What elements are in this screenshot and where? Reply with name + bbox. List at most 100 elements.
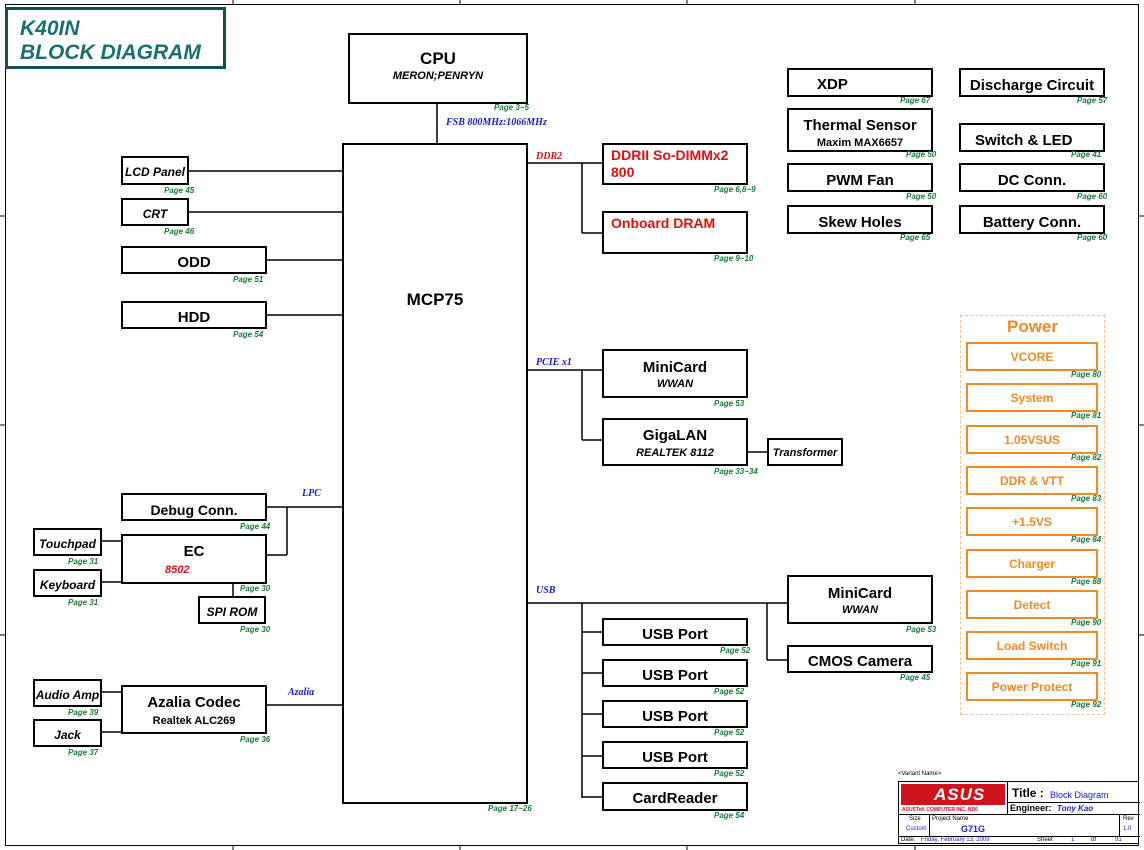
dc-conn-block: DC Conn. [959, 163, 1105, 192]
lcd-panel-page: Page 45 [164, 186, 195, 195]
usb-bus-label: USB [536, 585, 556, 596]
power-item-box: Charger [966, 548, 1098, 578]
discharge-circuit-block: Discharge Circuit [959, 68, 1105, 97]
touchpad-page: Page 31 [68, 557, 99, 566]
size-value: Custom [906, 826, 927, 832]
skew-holes-page: Page 65 [900, 233, 931, 242]
lcd-panel-block: LCD Panel [121, 156, 189, 185]
usb-port-1-block: USB Port [602, 618, 748, 646]
sheet-label: Sheet [1037, 837, 1053, 843]
usb-port-3-label: USB Port [642, 708, 708, 725]
touchpad-block: Touchpad [33, 528, 102, 556]
discharge-circuit-page: Page 57 [1077, 96, 1108, 105]
variant-name: <Variant Name> [898, 771, 942, 777]
thermal-sensor-label: Thermal Sensor [803, 117, 917, 134]
crt-block: CRT [121, 198, 189, 226]
minicard-usb-block: MiniCard WWAN [787, 575, 933, 624]
xdp-label: XDP [817, 76, 848, 93]
hdd-block: HDD [121, 301, 267, 329]
power-item-label: 1.05VSUS [1003, 432, 1061, 447]
diagram-title-line2: BLOCK DIAGRAM [20, 41, 201, 64]
skew-holes-label: Skew Holes [818, 214, 902, 231]
power-item-box: Load Switch [966, 631, 1098, 661]
azalia-codec-sub: Realtek ALC269 [152, 715, 236, 727]
tb-hline1 [1007, 802, 1140, 803]
ec-page: Page 30 [240, 584, 271, 593]
xdp-page: Page 67 [900, 96, 931, 105]
azalia-codec-block: Azalia Codec Realtek ALC269 [121, 685, 267, 734]
onboard-dram-page: Page 9~10 [714, 254, 754, 263]
keyboard-page: Page 31 [68, 598, 99, 607]
hdd-page: Page 54 [233, 330, 264, 339]
tb-vline2 [929, 814, 930, 836]
discharge-circuit-label: Discharge Circuit [969, 77, 1095, 94]
usb-port-2-label: USB Port [642, 667, 708, 684]
usb-port-1-label: USB Port [642, 626, 708, 643]
sheet-value: 1 [1071, 837, 1075, 843]
power-item-box: DDR & VTT [966, 465, 1098, 495]
ddr-sodimm-block: DDRII So-DIMMx2 800 [602, 143, 748, 185]
power-title: Power [1006, 317, 1059, 336]
minicard-usb-page: Page 53 [906, 625, 937, 634]
thermal-sensor-page: Page 50 [906, 150, 937, 159]
minicard-usb-label: MiniCard [827, 585, 893, 602]
dc-conn-label: DC Conn. [997, 172, 1067, 189]
minicard-pcie-page: Page 53 [714, 399, 745, 408]
skew-holes-block: Skew Holes [787, 205, 933, 234]
dc-conn-page: Page 60 [1077, 192, 1108, 201]
engineer-value: Tony Kao [1057, 804, 1094, 813]
date-label: Date: [901, 837, 916, 843]
battery-conn-label: Battery Conn. [982, 214, 1082, 231]
power-panel: Power [960, 315, 1105, 715]
power-item-page: Page 92 [1071, 700, 1102, 710]
keyboard-block: Keyboard [33, 569, 102, 597]
power-item-page: Page 80 [1071, 370, 1102, 379]
cmos-camera-page: Page 45 [900, 673, 931, 682]
date-value: Friday, February 13, 2009 [921, 837, 990, 843]
power-item-label: +1.5VS [1012, 515, 1052, 530]
pwm-fan-label: PWM Fan [826, 172, 894, 189]
thermal-sensor-block: Thermal Sensor Maxim MAX6657 [787, 108, 933, 152]
fsb-label: FSB 800MHz:1066MHz [446, 117, 547, 128]
tb-hline2 [899, 814, 1140, 815]
audio-amp-page: Page 39 [68, 708, 99, 717]
power-item-box: Power Protect [966, 672, 1098, 702]
ddr-sodimm-line1: DDRII So-DIMMx2 [611, 147, 729, 163]
project-label: Project Name [932, 816, 969, 822]
power-item-box: Detect [966, 589, 1098, 619]
crt-page: Page 46 [164, 227, 195, 236]
cardreader-block: CardReader [602, 782, 748, 811]
debug-conn-label: Debug Conn. [150, 502, 238, 518]
title-label: Title : [1012, 786, 1044, 800]
power-item-box: +1.5VS [966, 507, 1098, 537]
power-item-label: DDR & VTT [1000, 473, 1064, 488]
power-item-label: Detect [1013, 597, 1051, 612]
transformer-label: Transformer [772, 447, 838, 459]
power-item-page: Page 81 [1071, 411, 1102, 421]
azalia-codec-page: Page 36 [240, 735, 271, 744]
rev-label: Rev [1123, 816, 1134, 822]
title-block: ASUS ASUSTeK COMPUTER INC. NB6 Title : B… [898, 781, 1140, 844]
chipset-block: MCP75 [342, 143, 528, 804]
rev-value: 1.0 [1123, 826, 1132, 832]
jack-block: Jack [33, 719, 102, 747]
cpu-page: Page 3~5 [494, 103, 529, 112]
lcd-panel-label: LCD Panel [124, 165, 185, 179]
cardreader-page: Page 54 [714, 811, 745, 820]
hdd-label: HDD [177, 309, 211, 326]
usb-port-4-label: USB Port [642, 749, 708, 766]
diagram-title-line1: K40IN [20, 17, 80, 40]
onboard-dram-block: Onboard DRAM [602, 211, 748, 254]
ec-sub: 8502 [165, 564, 190, 576]
of-value: 91 [1115, 837, 1122, 843]
odd-block: ODD [121, 246, 267, 274]
power-item-page: Page 90 [1071, 617, 1102, 627]
gigalan-label: GigaLAN [642, 427, 708, 444]
audio-amp-block: Audio Amp [33, 679, 102, 707]
usb-port-2-page: Page 52 [714, 687, 745, 696]
ddr-sodimm-page: Page 6,8~9 [714, 185, 756, 194]
tb-vline3 [1119, 814, 1120, 836]
power-item-label: Load Switch [996, 639, 1068, 654]
spi-rom-label: SPI ROM [206, 605, 258, 619]
usb-port-4-page: Page 52 [714, 769, 745, 778]
